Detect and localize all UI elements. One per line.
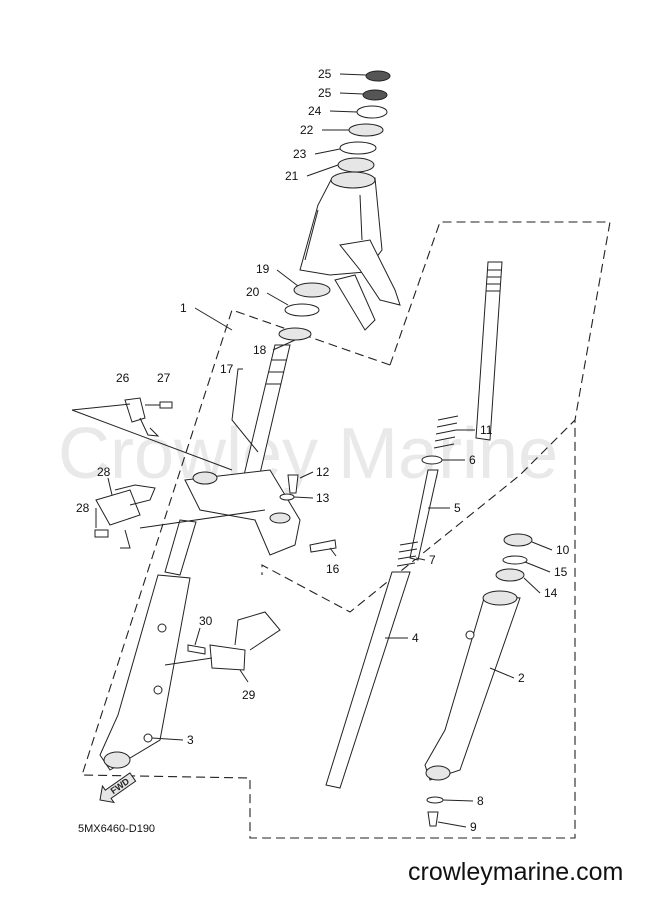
callout-4: 4 [412,631,419,645]
bearing-stack [278,70,391,341]
callout-26: 28 [97,465,111,479]
callout-30: 30 [199,614,213,628]
left-fork-leg [99,519,197,771]
group-outline-right [389,221,611,421]
callout-numbers: 25 25 24 22 23 21 19 20 1 18 17 26 27 28… [76,67,570,834]
inner-tube-assembly [325,261,503,789]
watermark: Crowley Marine [58,414,558,494]
fwd-arrow: FWD [99,772,137,804]
callout-23: 23 [293,147,307,161]
callout-29: 29 [242,688,256,702]
callout-21: 21 [285,169,299,183]
callout-19: 19 [256,262,270,276]
callout-9: 9 [470,820,477,834]
callout-12: 12 [316,465,330,479]
callout-18: 18 [253,343,267,357]
callout-1: 1 [180,301,187,315]
callout-22: 22 [300,123,314,137]
right-fork-leg [424,533,533,827]
callout-24: 24 [308,104,322,118]
callout-27: 26 [116,371,130,385]
steering-head-frame [299,171,401,331]
callout-2: 2 [518,671,525,685]
steering-stem-bracket [184,344,337,556]
callout-20: 20 [246,285,260,299]
callout-28-top: 27 [157,371,171,385]
cable-guides [94,397,173,549]
callout-5: 5 [454,501,461,515]
callout-28-lower: 28 [76,501,90,515]
callout-13: 13 [316,491,330,505]
callout-7: 7 [429,553,436,567]
hose-bracket [187,611,281,671]
callout-10: 10 [556,543,570,557]
callout-11: 11 [480,423,493,437]
callout-16: 16 [326,562,340,576]
group-outline-left [81,309,576,839]
callout-8: 8 [477,794,484,808]
callout-25-lower: 25 [318,86,332,100]
callout-25-top: 25 [318,67,332,81]
diagram-code: 5MX6460-D190 [78,823,155,835]
callout-15: 15 [554,565,568,579]
callout-3: 3 [187,733,194,747]
callout-14: 14 [544,586,558,600]
callout-17: 17 [220,362,234,376]
callout-6: 6 [469,453,476,467]
website-url[interactable]: crowleymarine.com [408,858,623,886]
leader-lines [71,73,553,828]
